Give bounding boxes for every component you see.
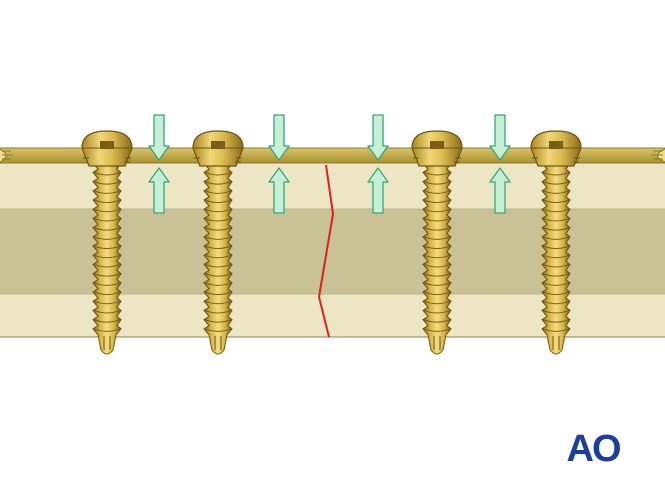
screw-head <box>530 130 582 167</box>
arrow-down-icon <box>268 114 290 161</box>
arrow-up-icon <box>367 167 389 214</box>
screw-shaft <box>203 159 233 355</box>
screw-shaft <box>92 159 122 355</box>
screws <box>81 130 582 355</box>
compression-arrow-pair-2 <box>268 114 290 214</box>
screw-head <box>81 130 133 167</box>
ao-logo-text: AO <box>567 428 620 470</box>
compression-arrows <box>148 114 511 214</box>
arrow-up-icon <box>268 167 290 214</box>
arrow-down-icon <box>148 114 170 161</box>
arrow-down-icon <box>367 114 389 161</box>
compression-arrow-pair-4 <box>489 114 511 214</box>
compression-arrow-pair-3 <box>367 114 389 214</box>
screw-3 <box>411 130 463 355</box>
plate-end-right-hole-icon <box>651 148 665 163</box>
fracture-line <box>317 164 335 338</box>
screw-shaft <box>541 159 571 355</box>
screw-head <box>192 130 244 167</box>
arrow-up-icon <box>489 167 511 214</box>
compression-arrow-pair-1 <box>148 114 170 214</box>
screw-head <box>411 130 463 167</box>
screw-shaft <box>422 159 452 355</box>
screw-4 <box>530 130 582 355</box>
ao-logo: AO <box>567 428 622 470</box>
arrow-up-icon <box>148 167 170 214</box>
screw-2 <box>192 130 244 355</box>
screw-1 <box>81 130 133 355</box>
arrow-down-icon <box>489 114 511 161</box>
plate-end-left-hole-icon <box>0 148 13 163</box>
